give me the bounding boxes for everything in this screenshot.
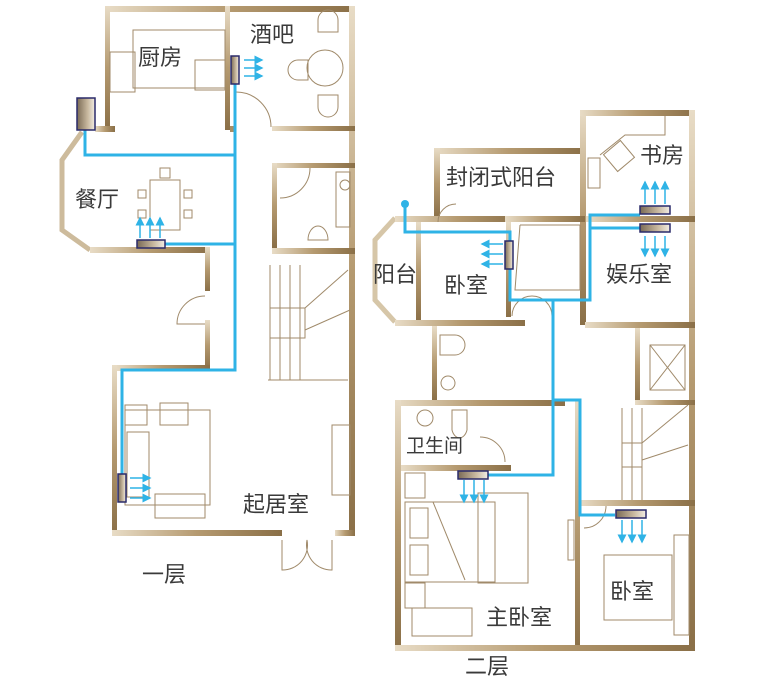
room-label-living: 起居室 [243, 493, 310, 518]
floor-label-second: 二层 [465, 655, 510, 680]
second-floor [372, 110, 695, 651]
ac-indoor-unit-icon [615, 509, 647, 519]
first-floor [59, 6, 355, 571]
ac-indoor-unit-icon [117, 473, 127, 503]
second-floor-units [457, 205, 671, 519]
ac-indoor-unit-icon [639, 223, 671, 233]
room-label-dining: 餐厅 [75, 188, 120, 213]
room-label-bedroom: 卧室 [444, 274, 489, 299]
room-label-study: 书房 [640, 144, 685, 169]
first-floor-airflow [130, 55, 264, 503]
room-label-bathroom: 卫生间 [406, 435, 464, 457]
second-floor-ducts [403, 205, 640, 517]
room-label-enclosed-balcony: 封闭式阳台 [446, 166, 557, 191]
room-label-balcony: 阳台 [373, 263, 418, 288]
wall [225, 6, 230, 130]
ac-indoor-unit-icon [230, 55, 240, 85]
ac-outdoor-unit-icon [76, 97, 96, 131]
ac-outdoor-unit-icon [401, 200, 409, 208]
ac-indoor-unit-icon [457, 470, 489, 480]
wall [105, 6, 110, 130]
ac-indoor-unit-icon [639, 205, 671, 215]
floor-label-first: 一层 [142, 563, 187, 588]
room-label-entertainment: 娱乐室 [606, 263, 673, 288]
ac-indoor-unit-icon [504, 240, 514, 270]
room-label-master-bedroom: 主卧室 [486, 606, 553, 631]
room-label-bar: 酒吧 [250, 23, 295, 48]
room-label-kitchen: 厨房 [138, 46, 183, 71]
second-floor-airflow [459, 180, 670, 544]
first-floor-units [76, 55, 240, 503]
ac-indoor-unit-icon [136, 239, 166, 249]
room-label-bedroom-2: 卧室 [610, 580, 655, 605]
first-floor-ducts [83, 72, 237, 480]
wall [349, 6, 355, 536]
